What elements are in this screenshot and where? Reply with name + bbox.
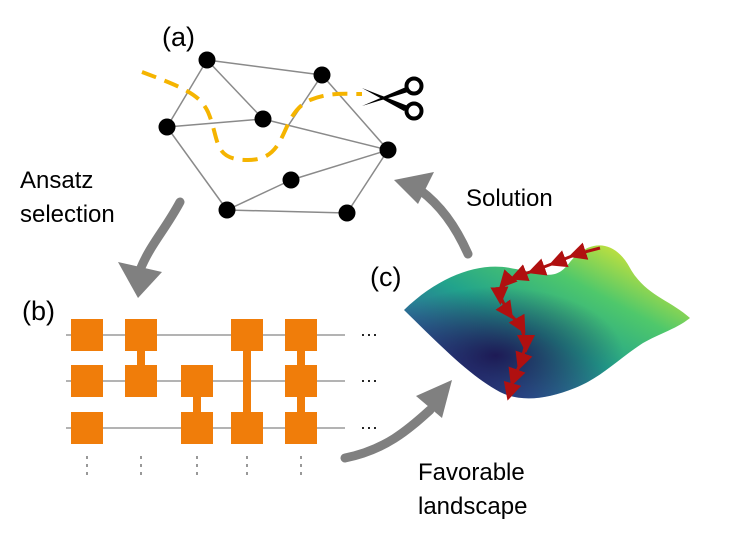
graph-node (313, 66, 331, 84)
circuit-gate (125, 365, 157, 397)
panel-label-a: (a) (162, 22, 195, 52)
graph-nodes (158, 51, 397, 222)
solution-arrow (394, 172, 473, 259)
ansatz-selection-arrow (118, 197, 185, 298)
circuit-gate (125, 319, 157, 351)
graph-node (338, 204, 356, 222)
circuit-column-ellipsis (86, 456, 302, 478)
graph-node (379, 141, 397, 159)
graph-node (198, 51, 216, 69)
solution-label: Solution (466, 185, 553, 212)
svg-text:···: ··· (360, 417, 378, 437)
circuit-gate (71, 412, 103, 444)
circuit-gates (71, 319, 317, 444)
circuit-gate (231, 319, 263, 351)
favorable-landscape-arrow (340, 380, 452, 463)
panel-label-c: (c) (370, 262, 401, 292)
circuit-gate (71, 365, 103, 397)
svg-text:···: ··· (360, 324, 378, 344)
optimization-trajectory (490, 242, 601, 401)
graph-cut-line (141, 70, 363, 163)
graph-node (158, 118, 176, 136)
circuit-gate (181, 365, 213, 397)
scissors-icon (362, 76, 424, 121)
graph-node (254, 110, 272, 128)
circuit-gate (71, 319, 103, 351)
graph-node (218, 201, 236, 219)
circuit-gate (285, 412, 317, 444)
circuit-gate (231, 412, 263, 444)
energy-landscape-surface (404, 245, 690, 399)
circuit-row-ellipsis: ··· ··· ··· (360, 324, 378, 437)
circuit-gate (285, 319, 317, 351)
favorable-landscape-label: Favorable landscape (418, 459, 531, 520)
graph-edges (166, 59, 389, 214)
circuit-gate (181, 412, 213, 444)
graph-node (282, 171, 300, 189)
svg-text:···: ··· (360, 370, 378, 390)
circuit-gate (285, 365, 317, 397)
ansatz-selection-label: Ansatz selection (20, 167, 115, 228)
panel-label-b: (b) (22, 296, 55, 326)
circuit-gate-connectors (137, 335, 305, 428)
